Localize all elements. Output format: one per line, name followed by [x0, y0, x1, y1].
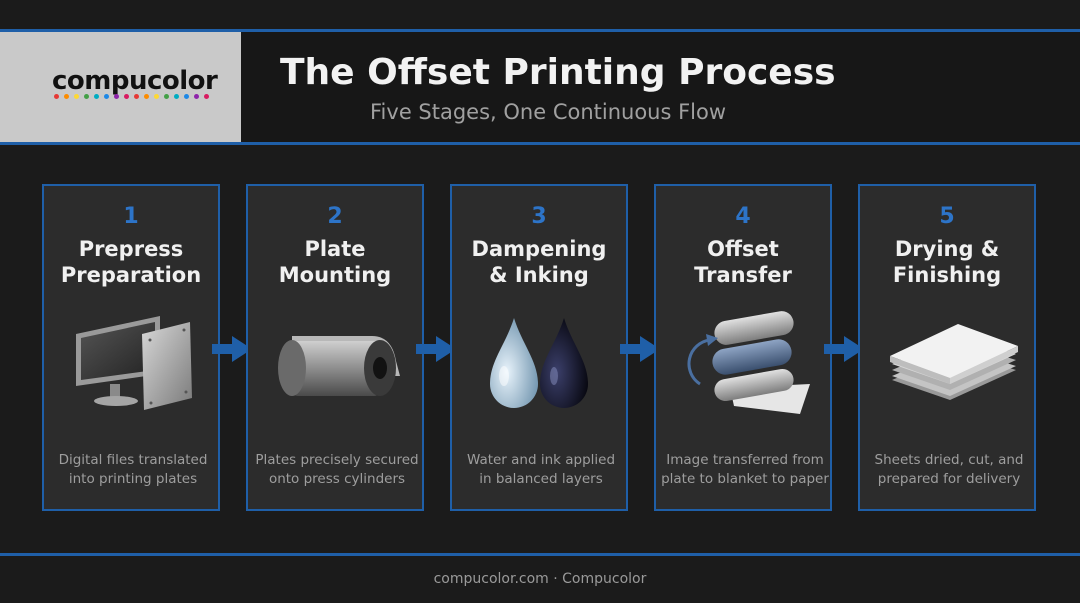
- paper-stack-icon: [890, 324, 1018, 400]
- stage-number: 5: [939, 204, 955, 229]
- logo-dot: [54, 94, 59, 99]
- stage-title: Plate Mounting: [278, 237, 392, 287]
- logo-dot: [134, 94, 139, 99]
- logo-dot: [94, 94, 99, 99]
- logo-dot: [174, 94, 179, 99]
- stage-number: 2: [327, 204, 343, 229]
- stage-title: Prepress Preparation: [60, 237, 202, 287]
- flow-arrow-icon: [416, 336, 456, 362]
- water-and-ink-drops-icon: [490, 318, 588, 408]
- stage-title: Dampening & Inking: [471, 237, 607, 287]
- plate-cylinder-icon: [278, 336, 400, 396]
- logo-dot: [204, 94, 209, 99]
- flow-arrow-icon: [212, 336, 252, 362]
- stage-description: Plates precisely secured onto press cyli…: [255, 452, 419, 487]
- top-divider: [0, 29, 1080, 32]
- press-rollers-icon: [687, 311, 810, 414]
- stage-number: 4: [735, 204, 751, 229]
- logo-dot: [84, 94, 89, 99]
- logo-dot: [194, 94, 199, 99]
- flow-arrow-icon: [824, 336, 864, 362]
- logo-dot: [184, 94, 189, 99]
- logo-dot: [74, 94, 79, 99]
- stage-card-drying-finishing: 5 Drying & Finishing Sheets dried, cut, …: [858, 184, 1036, 511]
- page-subtitle: Five Stages, One Continuous Flow: [370, 100, 727, 124]
- stage-number: 1: [123, 204, 139, 229]
- stage-title: Drying & Finishing: [892, 237, 1002, 287]
- stage-card-prepress: 1 Prepress Preparation Digital files tra…: [42, 184, 220, 511]
- stage-number: 3: [531, 204, 547, 229]
- stage-description: Water and ink applied in balanced layers: [466, 452, 616, 487]
- logo-dot: [144, 94, 149, 99]
- footer-divider: [0, 553, 1080, 556]
- logo-dot: [154, 94, 159, 99]
- computer-monitor-and-plate-icon: [76, 316, 192, 410]
- stage-card-dampening-inking: 3 Dampening & Inking Water and ink appli…: [450, 184, 628, 511]
- flow-arrow-icon: [620, 336, 660, 362]
- header-divider: [0, 142, 1080, 145]
- logo-dot: [104, 94, 109, 99]
- logo-dots: [54, 94, 209, 99]
- footer-text: compucolor.com · Compucolor: [433, 571, 647, 587]
- header: compucolor The Offset Printing Process F…: [0, 32, 1080, 142]
- stage-description: Sheets dried, cut, and prepared for deli…: [874, 452, 1024, 487]
- stage-card-offset-transfer: 4 Offset Transfer Image transferred from…: [654, 184, 832, 511]
- logo-dot: [114, 94, 119, 99]
- logo: compucolor: [0, 32, 241, 142]
- logo-dot: [124, 94, 129, 99]
- stage-description: Digital files translated into printing p…: [58, 452, 208, 487]
- stage-title: Offset Transfer: [694, 237, 792, 287]
- logo-dot: [64, 94, 69, 99]
- stage-card-plate-mounting: 2 Plate Mounting Plates precisely secure…: [246, 184, 424, 511]
- stage-description: Image transferred from plate to blanket …: [661, 452, 829, 487]
- page-title: The Offset Printing Process: [280, 52, 836, 93]
- logo-dot: [164, 94, 169, 99]
- logo-text: compucolor: [52, 66, 218, 96]
